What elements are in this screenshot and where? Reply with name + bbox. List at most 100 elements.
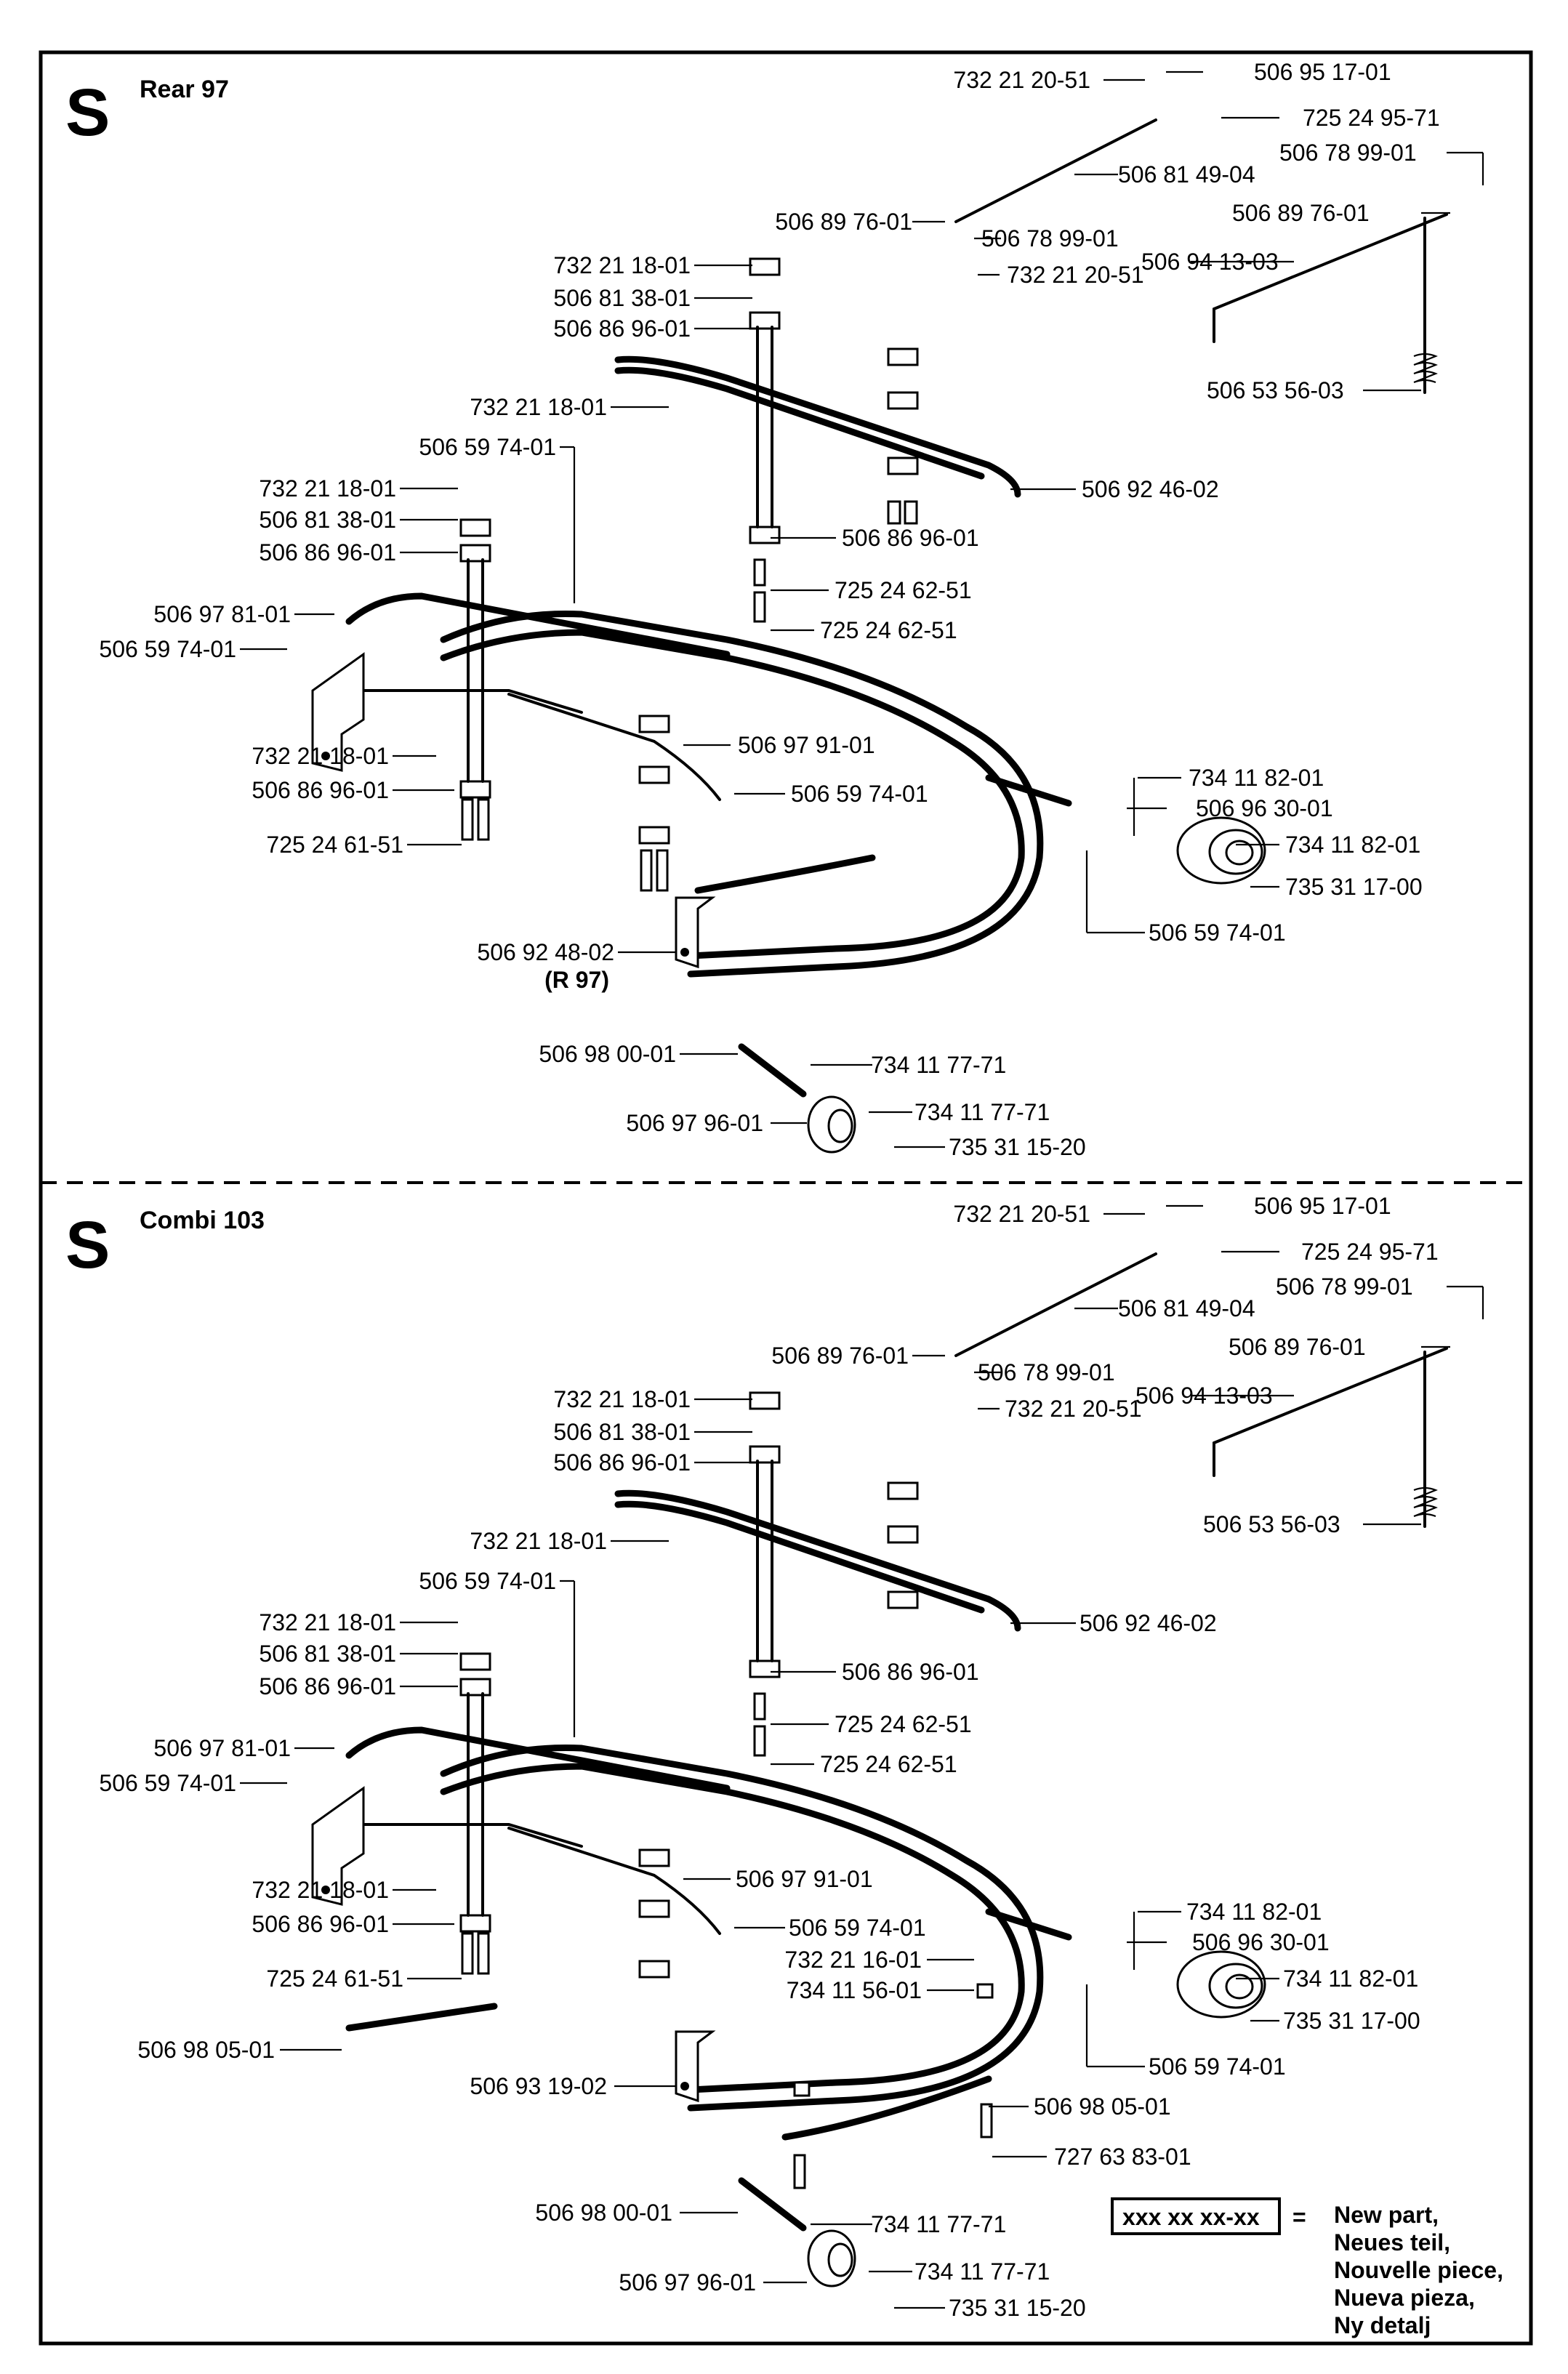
part-label: 506 93 19-02 [470,2073,607,2099]
part-label: 506 95 17-01 [1254,1193,1391,1219]
part-labels: 732 21 20-51 506 95 17-01 725 24 95-71 5… [99,59,1439,1160]
part-label: 506 53 56-03 [1207,377,1344,403]
section-rear-97: S Rear 97 [65,59,1484,1160]
part-label: 506 78 99-01 [981,225,1119,252]
section-title: Rear 97 [140,76,229,103]
part-label: 506 78 99-01 [1279,140,1417,166]
part-label: 732 21 18-01 [470,1528,607,1554]
part-label: 506 98 05-01 [1034,2093,1171,2120]
part-label: 506 92 48-02 [477,939,614,965]
new-part-legend: xxx xx xx-xx = New part, Neues teil, Nou… [1111,2197,1503,2338]
part-label: 506 59 74-01 [789,1915,926,1941]
part-label: 732 21 18-01 [470,394,607,420]
part-label: 732 21 20-51 [953,67,1090,93]
part-label: 734 11 77-71 [871,1052,1006,1078]
part-label: 506 59 74-01 [419,1568,556,1594]
part-label: 506 81 38-01 [553,285,691,311]
part-label: 725 24 62-51 [820,1751,957,1777]
page-frame [39,50,1533,2346]
part-label: 506 59 74-01 [419,434,556,460]
part-label: 506 96 30-01 [1196,795,1333,821]
part-label: 506 94 13-03 [1141,249,1279,275]
part-label: 725 24 62-51 [835,1711,972,1737]
legend-line: Nouvelle piece, [1334,2257,1503,2283]
part-label: 506 59 74-01 [99,1770,236,1796]
part-label: 506 86 96-01 [252,1911,389,1937]
part-label: 725 24 61-51 [266,832,403,858]
mower-frame-drawing [311,1252,1448,2288]
part-label: 732 21 20-51 [1005,1396,1142,1422]
part-label: 506 89 76-01 [775,209,912,235]
part-label: 506 96 30-01 [1192,1929,1330,1955]
leader-lines [240,71,1484,1148]
legend-box [1111,2197,1281,2235]
part-label: 506 89 76-01 [1229,1334,1366,1360]
part-label: 732 21 18-01 [259,1609,396,1635]
legend-line: Ny detalj [1334,2312,1431,2338]
section-letter: S [65,1208,110,1282]
part-label: 506 95 17-01 [1254,59,1391,85]
part-label: 506 81 38-01 [553,1419,691,1445]
part-label: 506 92 46-02 [1079,1610,1217,1636]
part-label: 725 24 95-71 [1301,1239,1439,1265]
part-label: 506 97 91-01 [736,1866,873,1892]
part-labels: 732 21 20-51 506 95 17-01 725 24 95-71 5… [99,1193,1438,2321]
part-label: 725 24 95-71 [1303,105,1440,131]
legend-line: New part, [1334,2202,1439,2228]
part-label: 506 98 00-01 [535,2200,672,2226]
part-label: 506 98 00-01 [539,1041,676,1067]
part-label: 732 21 18-01 [259,475,396,502]
part-label: 506 59 74-01 [99,636,236,662]
part-label: 506 59 74-01 [791,781,928,807]
part-label: 732 21 18-01 [553,1386,691,1412]
part-label: 732 21 18-01 [252,743,389,769]
part-label: 506 97 81-01 [153,1735,291,1761]
part-label: 725 24 61-51 [266,1965,403,1992]
part-label-note: (R 97) [544,967,609,993]
part-label: 735 31 15-20 [949,2295,1086,2321]
part-label: 506 89 76-01 [771,1343,909,1369]
mower-frame-drawing [311,118,1448,1154]
part-label: 506 92 46-02 [1082,476,1219,502]
part-label: 506 86 96-01 [259,539,396,566]
part-label: 732 21 20-51 [1007,262,1144,288]
section-letter: S [65,76,110,150]
part-label: 734 11 82-01 [1189,765,1324,791]
part-label: 732 21 16-01 [784,1947,922,1973]
part-label: 732 21 20-51 [953,1201,1090,1227]
part-label: 506 78 99-01 [978,1359,1115,1385]
part-label: 735 31 17-00 [1283,2008,1420,2034]
legend-box-text: xxx xx xx-xx [1122,2204,1260,2230]
leader-lines [240,1204,1484,2309]
part-label: 506 97 81-01 [153,601,291,627]
part-label: 506 53 56-03 [1203,1511,1340,1537]
part-label: 506 86 96-01 [842,525,979,551]
part-label: 506 59 74-01 [1149,920,1286,946]
part-label: 734 11 82-01 [1285,832,1420,858]
part-label: 506 98 05-01 [137,2037,275,2063]
section-combi-103: S Combi 103 [65,1193,1503,2338]
part-label: 506 97 91-01 [738,732,875,758]
part-label: 506 59 74-01 [1149,2053,1286,2080]
part-label: 506 94 13-03 [1135,1383,1273,1409]
part-label: 734 11 77-71 [871,2211,1006,2237]
legend-line: Neues teil, [1334,2229,1450,2256]
part-label: 506 86 96-01 [252,777,389,803]
part-label: 734 11 82-01 [1283,1965,1418,1992]
part-label: 506 86 96-01 [842,1659,979,1685]
part-label: 506 81 49-04 [1118,161,1255,188]
part-label: 506 86 96-01 [553,1449,691,1476]
part-label: 734 11 77-71 [914,2258,1050,2285]
part-label: 506 97 96-01 [626,1110,763,1136]
part-label: 506 81 49-04 [1118,1295,1255,1321]
part-label: 506 89 76-01 [1232,200,1370,226]
legend-equals: = [1292,2204,1306,2230]
part-label: 735 31 17-00 [1285,874,1423,900]
part-label: 732 21 18-01 [252,1877,389,1903]
part-label: 506 81 38-01 [259,507,396,533]
part-label: 734 11 82-01 [1186,1899,1322,1925]
part-label: 727 63 83-01 [1054,2144,1191,2170]
part-label: 506 81 38-01 [259,1641,396,1667]
section-title: Combi 103 [140,1207,265,1234]
